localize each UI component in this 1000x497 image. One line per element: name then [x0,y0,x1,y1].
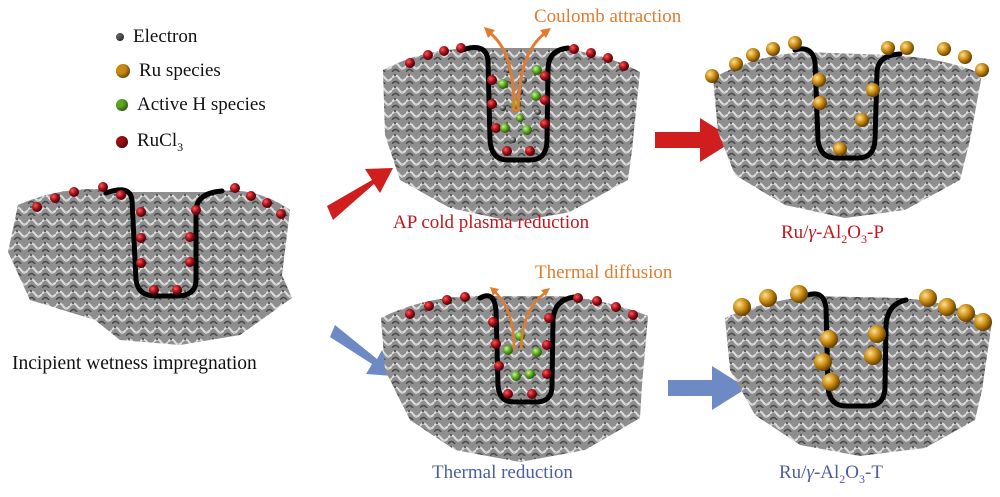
coulomb-attraction-arrows [484,27,551,113]
support-product-p [713,46,982,218]
active-h-icon [116,99,128,111]
electron-icon [116,33,124,41]
rucl3-particles-impregnation [32,182,286,295]
rucl3-particles-plasma [405,43,629,156]
legend-item-ru-species: Ru species [116,60,221,82]
active-h-particles-thermal [503,331,542,381]
legend-item-active-h: Active H species [116,94,266,116]
thermal-diffusion-arrows [490,287,550,351]
legend-label: Active H species [137,94,266,115]
plasma-reduction-label: AP cold plasma reduction [393,212,590,233]
legend-item-electron: Electron [116,26,197,48]
impregnation-label: Incipient wetness impregnation [12,353,257,374]
ru-species-icon [116,64,130,78]
plasma-product-arrow [655,118,735,162]
active-h-particles-plasma [498,65,542,135]
thermal-reduction-label: Thermal reduction [432,462,573,483]
product-p-label: Ru/γ-Al2O3-P [781,222,884,246]
electron-particles-plasma [500,67,541,143]
rucl3-icon [116,136,128,149]
coulomb-label: Coulomb attraction [534,6,682,27]
legend-label: Electron [133,26,198,47]
thermal-diffusion-label: Thermal diffusion [535,262,673,283]
support-impregnation [8,187,292,345]
legend-label: RuCl3 [137,130,184,154]
rucl3-particles-thermal [405,292,638,399]
pore-line [103,187,225,299]
pore-line [792,46,903,161]
legend-label: Ru species [139,60,221,81]
product-t-label: Ru/γ-Al2O3-T [779,462,883,486]
pore-line [477,293,577,405]
support-plasma [383,45,640,222]
legend-item-rucl3: RuCl3 [116,130,183,155]
thermal-product-arrow [668,366,747,410]
pore-line [805,291,909,409]
ru-particles-product-p [705,36,989,156]
ru-particles-product-t [733,285,992,391]
thermal-arrow [330,325,394,376]
pore-line [459,45,571,163]
plasma-arrow [327,168,393,220]
support-product-t [725,291,992,456]
